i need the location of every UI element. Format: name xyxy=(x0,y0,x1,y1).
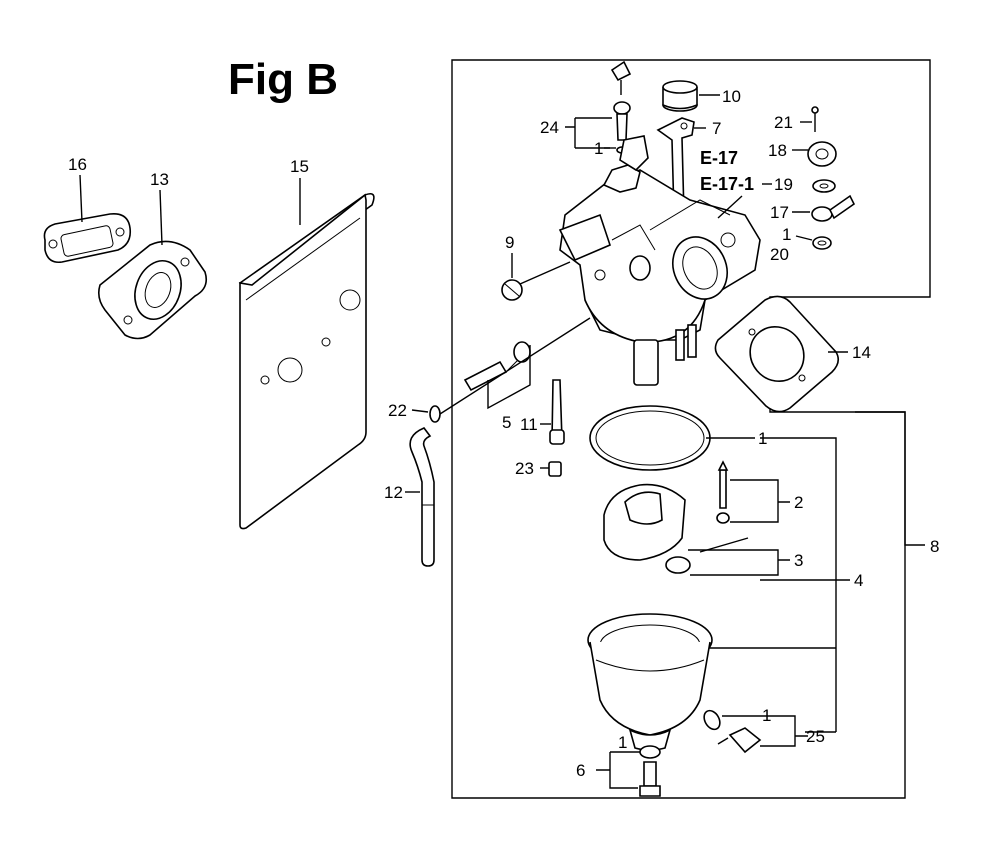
label-25: 25 xyxy=(806,727,825,746)
label-1e: 1 xyxy=(618,733,627,752)
bracket-4 xyxy=(700,437,850,733)
label-3: 3 xyxy=(794,551,803,570)
drain-screw-25 xyxy=(717,727,762,754)
label-23: 23 xyxy=(515,459,534,478)
float-bowl xyxy=(587,613,713,751)
label-6: 6 xyxy=(576,761,585,780)
spring-17 xyxy=(811,194,856,222)
cap-10 xyxy=(662,80,698,112)
label-1c: 1 xyxy=(758,429,767,448)
washer-19 xyxy=(812,179,836,193)
label-19: 19 xyxy=(774,175,793,194)
ref-e17: E-17 xyxy=(700,148,738,168)
label-2: 2 xyxy=(794,493,803,512)
bracket-6 xyxy=(596,751,640,789)
bracket-25 xyxy=(722,715,808,747)
leader-13 xyxy=(159,189,163,246)
ref-e17-1: E-17-1 xyxy=(700,174,754,194)
label-1a: 1 xyxy=(594,139,603,158)
jet-11 xyxy=(549,379,565,445)
label-16: 16 xyxy=(68,155,87,174)
gasket-16 xyxy=(43,212,132,264)
guide-plate-15 xyxy=(238,192,375,530)
leader-e17 xyxy=(717,195,743,219)
label-12: 12 xyxy=(384,483,403,502)
label-4: 4 xyxy=(854,571,863,590)
label-15: 15 xyxy=(290,157,309,176)
carburetor-body xyxy=(558,135,761,386)
label-1b: 1 xyxy=(782,225,791,244)
drain-washer-1d xyxy=(703,709,721,731)
bracket-5 xyxy=(487,345,531,410)
bracket-2 xyxy=(730,479,790,523)
breather-tube-12 xyxy=(409,427,435,567)
insulator-13 xyxy=(98,240,208,340)
label-18: 18 xyxy=(768,141,787,160)
label-10: 10 xyxy=(722,87,741,106)
leader-1b xyxy=(795,235,813,241)
leader-22 xyxy=(411,409,429,413)
float-3 xyxy=(603,483,749,574)
bracket-8 xyxy=(855,411,925,546)
label-22: 22 xyxy=(388,401,407,420)
label-1d: 1 xyxy=(762,706,771,725)
leader-16 xyxy=(79,174,83,223)
label-5: 5 xyxy=(502,413,511,432)
label-14: 14 xyxy=(852,343,871,362)
figure-title: Fig B xyxy=(228,55,338,104)
screw-21 xyxy=(811,106,819,132)
label-11: 11 xyxy=(520,415,538,434)
label-8: 8 xyxy=(930,537,939,556)
label-24: 24 xyxy=(540,118,559,137)
clip-22 xyxy=(429,405,441,423)
bracket-3 xyxy=(688,549,790,576)
bracket-24 xyxy=(565,117,612,149)
pilot-screw-5 xyxy=(463,341,531,392)
label-20: 20 xyxy=(770,245,789,264)
jet-23 xyxy=(548,461,562,477)
leader-22-link xyxy=(439,317,591,415)
label-7: 7 xyxy=(712,119,721,138)
screw-9 xyxy=(501,261,571,301)
choke-lever-7 xyxy=(656,117,695,216)
screw-24 xyxy=(610,60,632,154)
label-17: 17 xyxy=(770,203,789,222)
gasket-14 xyxy=(714,295,840,413)
seal-20 xyxy=(812,236,832,250)
label-21: 21 xyxy=(774,113,793,132)
label-13: 13 xyxy=(150,170,169,189)
lever-18 xyxy=(807,141,837,167)
bowl-bolt-6 xyxy=(639,745,661,797)
float-needle-2 xyxy=(716,460,730,524)
assembly-boundary xyxy=(451,59,931,799)
label-9: 9 xyxy=(505,233,514,252)
o-ring-1c xyxy=(589,405,711,471)
